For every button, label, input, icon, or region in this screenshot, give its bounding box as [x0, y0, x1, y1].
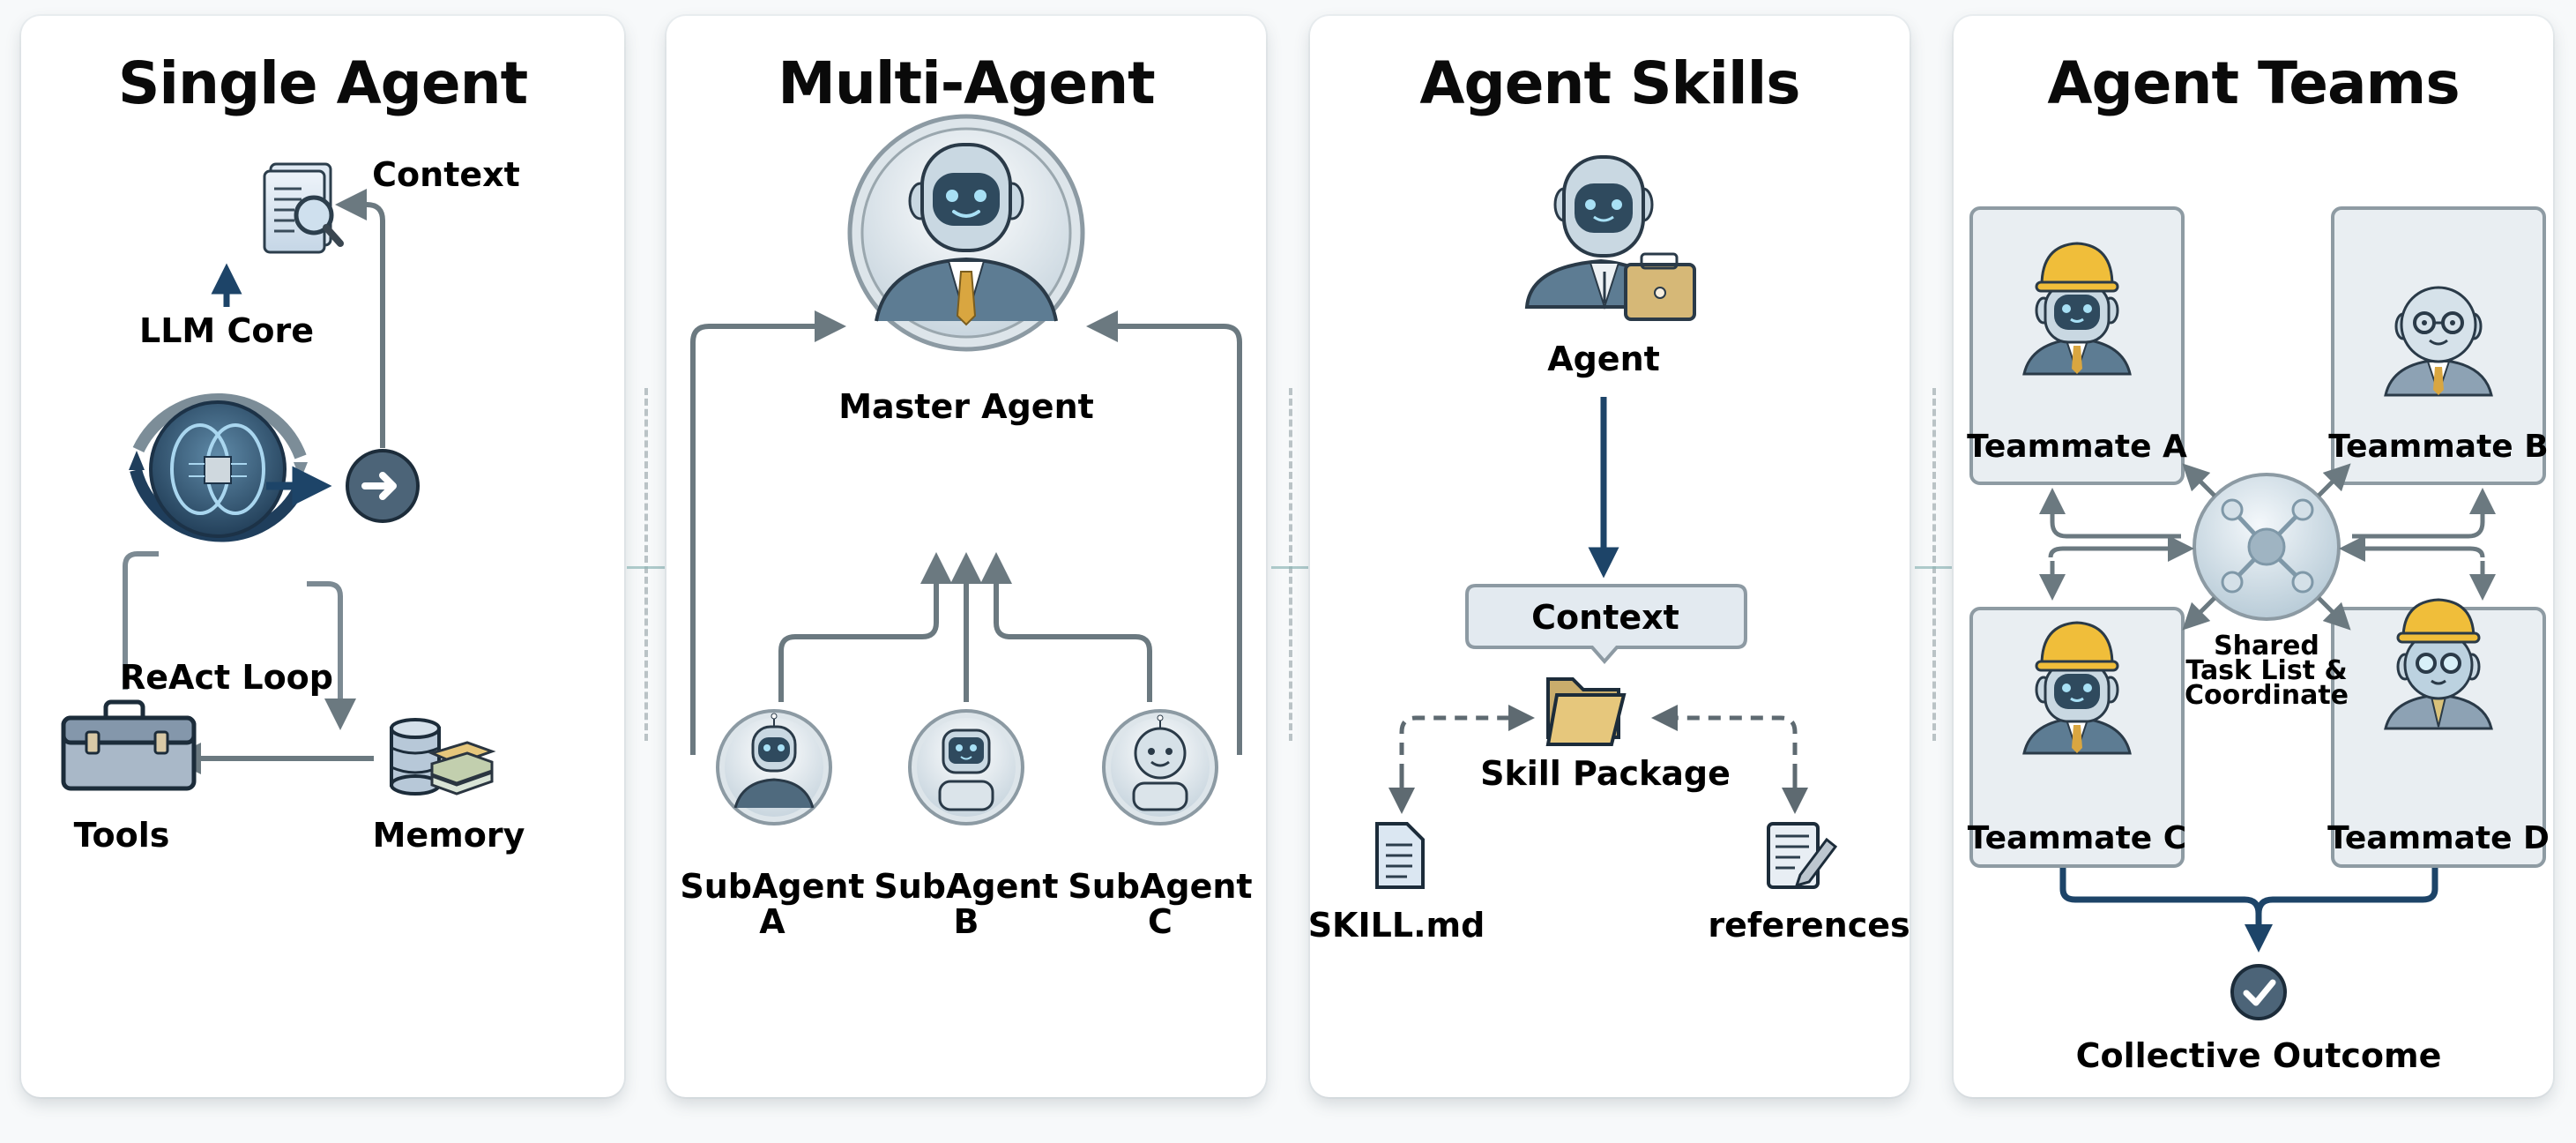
label-llm-core: LLM Core [139, 311, 314, 350]
single-agent-diagram: Context LLM Core [61, 155, 525, 855]
arrow-references-package [1651, 705, 1798, 797]
panel-title: Multi-Agent [778, 49, 1155, 117]
hub-arrows [2039, 463, 2496, 631]
label-subagent-b-line1: SubAgent [874, 867, 1058, 906]
panel-agent-skills: Agent Skills Agent [1308, 16, 1910, 1097]
label-skill-md: SKILL.md [1308, 906, 1485, 945]
agent-skills-diagram: Agent Context Skill Package SKILL.md [1308, 155, 1910, 945]
panel-title: Single Agent [117, 49, 528, 117]
arrow-output-to-context [335, 189, 385, 448]
teammate-d-hardhat-glasses-robot-icon [2384, 598, 2493, 730]
panel-single-agent: Single Agent [21, 16, 624, 1097]
shared-hub-network-icon [2193, 473, 2341, 621]
label-agent: Agent [1547, 340, 1660, 378]
panel-title: Agent Teams [2047, 49, 2460, 117]
label-context: Context [1531, 598, 1679, 637]
file-document-icon [1375, 822, 1425, 889]
label-teammate-a: Teammate A [1967, 429, 2187, 465]
master-agent-robot-icon [847, 114, 1085, 352]
panel-agent-teams: Agent Teams [1954, 16, 2553, 1097]
label-subagent-c-line2: C [1148, 902, 1173, 941]
label-react-loop: ReAct Loop [120, 658, 333, 697]
arrow-head-outcome [2245, 924, 2273, 952]
arrow-subagent-c-to-master [980, 552, 1152, 702]
context-bubble [1465, 584, 1747, 665]
folder-icon [1545, 677, 1627, 746]
label-hub-line2: Task List & [2185, 655, 2347, 686]
label-subagent-a-line1: SubAgent [680, 867, 864, 906]
label-collective-outcome: Collective Outcome [2076, 1036, 2442, 1075]
panel-divider [1289, 388, 1292, 741]
arrow-subagent-c-to-master-outer [1086, 310, 1242, 755]
multi-agent-diagram: Master Agent [680, 114, 1253, 941]
label-hub-line3: Coordinate [2185, 680, 2349, 711]
toolbox-icon [61, 699, 197, 791]
output-arrow-icon [346, 449, 420, 523]
label-teammate-b: Teammate B [2328, 429, 2548, 465]
label-subagent-c-line1: SubAgent [1068, 867, 1252, 906]
panel-divider [644, 388, 648, 741]
label-teammate-d: Teammate D [2327, 820, 2550, 856]
arrow-skillmd-package [1399, 705, 1535, 797]
panel-multi-agent: Multi-Agent Master Agent [666, 16, 1266, 1097]
label-tools: Tools [74, 816, 170, 855]
subagent-c-robot-icon [1102, 709, 1218, 826]
arrow-subagent-a-to-master [778, 552, 952, 702]
divider-marker [1915, 566, 1954, 569]
arrow-core-to-memory [307, 581, 356, 730]
panel-divider [1932, 388, 1936, 741]
subagent-a-robot-icon [716, 709, 832, 826]
label-subagent-b-line2: B [954, 902, 979, 941]
label-references: references [1708, 906, 1910, 945]
agent-briefcase-robot-icon [1524, 155, 1696, 321]
edit-document-icon [1767, 822, 1838, 889]
agent-teams-diagram: Teammate A Teammate B Teammate C Teammat… [1967, 206, 2550, 1075]
teammate-b-glasses-robot-icon [2384, 286, 2493, 397]
database-memory-icon [390, 718, 496, 796]
panel-title: Agent Skills [1419, 49, 1800, 117]
arrow-teammates-to-outcome [2059, 868, 2438, 930]
arrow-tools-to-core [123, 551, 159, 690]
label-master-agent: Master Agent [838, 387, 1094, 426]
label-skill-package: Skill Package [1480, 754, 1731, 793]
arrow-subagent-a-to-master-outer [690, 310, 846, 755]
document-search-icon [263, 162, 344, 254]
label-teammate-c: Teammate C [1968, 820, 2186, 856]
label-subagent-a-line2: A [759, 902, 785, 941]
checkmark-icon [2230, 964, 2287, 1020]
divider-marker [627, 566, 666, 569]
subagent-b-robot-icon [908, 709, 1024, 826]
label-hub-line1: Shared [2214, 631, 2319, 661]
divider-marker [1271, 566, 1310, 569]
brain-chip-icon [129, 392, 308, 542]
label-context: Context [372, 155, 520, 194]
label-memory: Memory [373, 816, 525, 855]
